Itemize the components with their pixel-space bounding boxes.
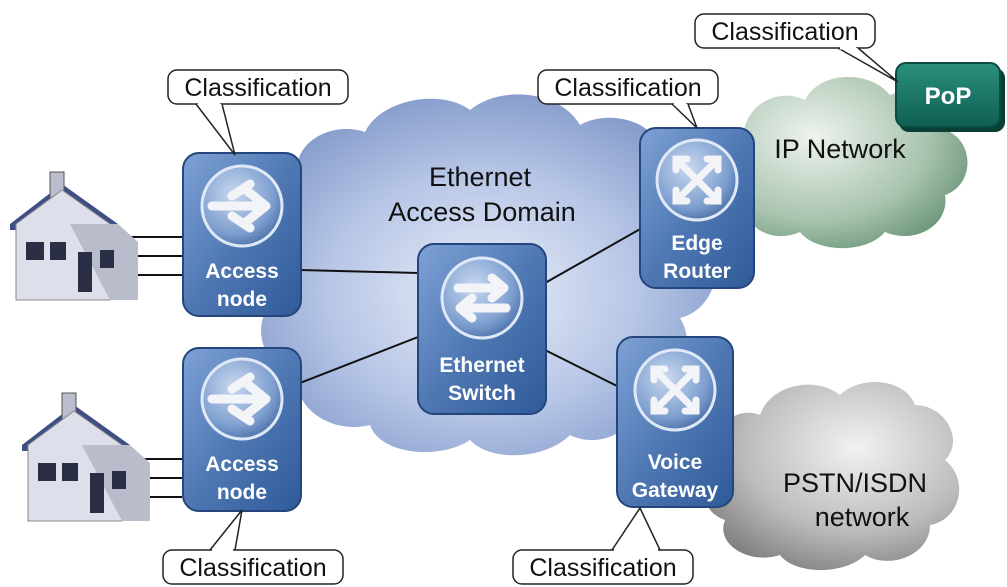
access-node-bottom-label-line1: Access — [205, 453, 279, 476]
classification-label: Classification — [184, 74, 331, 102]
classification-label: Classification — [179, 554, 326, 582]
edge-router-label-line2: Router — [663, 260, 731, 283]
ip-network-label: IP Network — [774, 134, 906, 164]
voice-gateway-label-line1: Voice — [648, 451, 702, 474]
access-node-top-label-line2: node — [217, 288, 267, 311]
ethernet-switch-label-line2: Switch — [448, 382, 516, 405]
access-node-bottom[interactable]: Access node — [182, 347, 302, 512]
pop-label: PoP — [925, 83, 972, 110]
classification-callout-access-top: Classification — [167, 69, 349, 156]
pstn-label-line2: network — [815, 502, 910, 532]
pstn-cloud — [703, 382, 960, 570]
ethernet-switch-label-line1: Ethernet — [439, 354, 524, 377]
access-node-bottom-label-line2: node — [217, 481, 267, 504]
ethernet-domain-label-line2: Access Domain — [388, 197, 576, 227]
house-icon — [10, 171, 138, 301]
house-icon — [22, 392, 150, 522]
classification-label: Classification — [529, 554, 676, 582]
classification-callout-pop: Classification — [694, 13, 899, 83]
edge-router-label-line1: Edge — [671, 232, 722, 255]
edge-router[interactable]: Edge Router — [639, 127, 755, 289]
classification-callout-access-bottom: Classification — [162, 509, 344, 585]
pstn-label-line1: PSTN/ISDN — [783, 468, 927, 498]
voice-gateway[interactable]: Voice Gateway — [616, 336, 734, 508]
links — [130, 227, 643, 498]
classification-label: Classification — [711, 18, 858, 46]
access-node-top[interactable]: Access node — [182, 152, 302, 317]
access-node-top-label-line1: Access — [205, 260, 279, 283]
switch-arrows-icon — [440, 256, 524, 340]
classification-label: Classification — [554, 74, 701, 102]
ethernet-switch[interactable]: Ethernet Switch — [417, 243, 547, 415]
voice-gateway-label-line2: Gateway — [632, 479, 719, 502]
classification-callout-edge-router: Classification — [537, 69, 719, 129]
pop-box[interactable]: PoP — [895, 62, 1005, 132]
ethernet-domain-label-line1: Ethernet — [429, 162, 532, 192]
classification-callout-voice-gateway: Classification — [512, 506, 694, 585]
